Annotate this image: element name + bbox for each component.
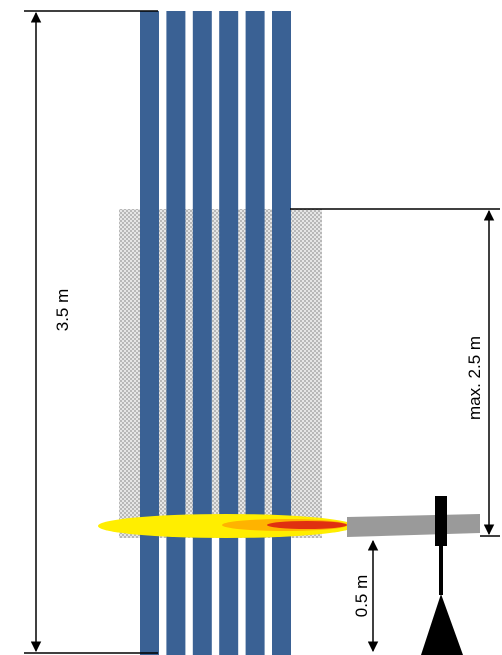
cable-bundle	[140, 11, 291, 655]
stand-pole	[439, 546, 443, 595]
cable-4	[219, 11, 239, 655]
burner-tube	[347, 514, 480, 537]
dimension-max-height: max. 2.5 m	[290, 208, 500, 537]
total-height-label: 3.5 m	[53, 289, 72, 332]
cable-5	[245, 11, 265, 655]
stand-base	[421, 594, 463, 655]
max-height-label: max. 2.5 m	[465, 336, 484, 420]
burner-flame	[98, 514, 354, 538]
cable-3	[192, 11, 212, 655]
cable-6	[272, 11, 291, 655]
cable-2	[166, 11, 186, 655]
dimension-total-height: 3.5 m	[24, 10, 158, 654]
burner-height-label: 0.5 m	[352, 575, 371, 618]
cable-1	[140, 11, 159, 655]
dimension-burner-height: 0.5 m	[352, 539, 379, 653]
burner-stand	[421, 496, 463, 655]
stand-clamp	[435, 496, 447, 546]
flame-core	[267, 521, 347, 529]
